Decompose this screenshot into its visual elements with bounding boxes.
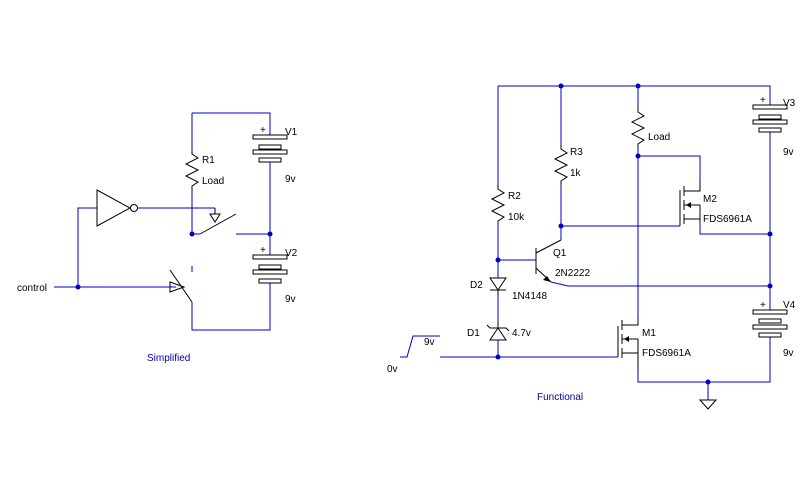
wire [638,155,701,182]
battery-v3-symbol [752,104,788,133]
simplified-caption: Simplified [147,353,190,364]
v1-name-label: V1 [285,127,298,138]
resistor-r3-symbol [553,145,569,185]
wire [550,281,770,287]
mosfet-m1-symbol [617,318,639,370]
v3-value-label: 9v [783,147,794,158]
load-value-label: Load [648,132,670,143]
q1-name-label: Q1 [553,248,567,259]
pulse-low-label: 0v [387,364,398,375]
transistor-q1-symbol [535,239,562,283]
functional-caption: Functional [537,392,583,403]
mosfet-m2-symbol [679,182,701,226]
resistor-load-symbol [630,108,646,148]
r1-name-label: R1 [202,155,215,166]
wire [699,222,770,235]
m1-value-label: FDS6961A [642,348,691,359]
junction-dot [558,83,564,89]
resistor-r2-symbol [490,185,506,225]
diode-d2-symbol [489,277,507,296]
v2-plus-mark: + [260,245,266,256]
r2-name-label: R2 [508,191,521,202]
m2-value-label: FDS6961A [703,214,752,225]
junction-dot [189,231,195,237]
battery-v2-symbol [252,254,288,284]
functional-circuit: R2 10k R3 1k Load Q1 2N2222 D2 1N4148 D1… [387,83,796,410]
switch-top-symbol [199,208,237,235]
v4-value-label: 9v [783,348,794,359]
wire [192,112,271,135]
d2-value-label: 1N4148 [512,291,547,302]
resistor-r1-symbol [184,150,200,190]
junction-dot [495,354,501,360]
junction-dot [267,231,273,237]
switch-bottom-symbol [169,269,193,303]
wire [77,207,97,287]
v1-plus-mark: + [260,125,266,136]
r2-value-label: 10k [508,212,525,223]
wire [191,190,200,235]
simplified-circuit: control R1 Load + V1 9v + V2 9v Simplifi… [17,112,298,364]
q1-value-label: 2N2222 [555,268,590,279]
v2-name-label: V2 [285,248,298,259]
junction-dot [635,153,641,159]
wire [637,337,771,383]
v1-value-label: 9v [285,174,296,185]
m2-name-label: M2 [703,194,717,205]
junction-dot [705,379,711,385]
d2-name-label: D2 [470,280,483,291]
v4-plus-mark: + [760,300,766,311]
junction-dot [75,284,81,290]
r3-name-label: R3 [570,147,583,158]
r1-value-label: Load [202,176,224,187]
inverter-symbol [96,189,138,227]
m1-name-label: M1 [642,328,656,339]
d1-value-label: 4.7v [512,328,531,339]
battery-v1-symbol [252,134,288,163]
wire [400,335,440,358]
wire [498,85,771,105]
battery-v4-symbol [752,309,788,338]
v4-name-label: V4 [783,300,796,311]
d1-name-label: D1 [467,328,480,339]
control-label: control [17,283,47,294]
v2-value-label: 9v [285,294,296,305]
junction-dot [495,257,501,263]
junction-dot [558,223,564,229]
pulse-high-label: 9v [424,337,435,348]
v3-plus-mark: + [760,95,766,106]
ground-icon [698,399,718,410]
junction-dot [767,231,773,237]
zener-d1-symbol [486,322,510,341]
v3-name-label: V3 [783,98,796,109]
r3-value-label: 1k [570,168,582,179]
junction-dot [767,283,773,289]
wire [191,283,271,331]
junction-dot [635,83,641,89]
